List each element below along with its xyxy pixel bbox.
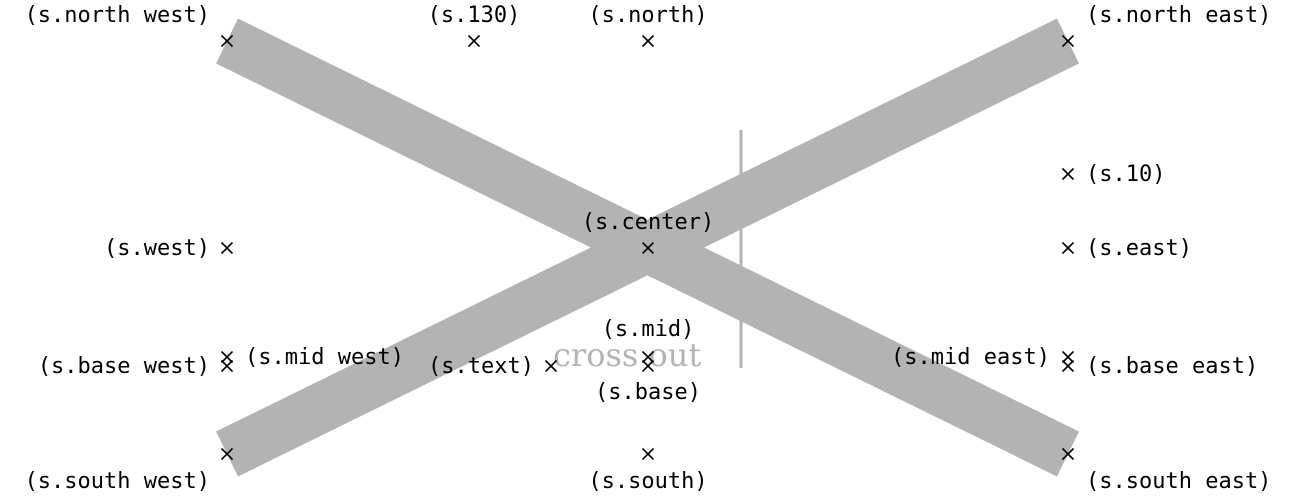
node-text: cross out: [553, 336, 701, 374]
anchor-marker-base-west: [220, 359, 234, 373]
anchor-label-130: (s.130): [428, 3, 521, 28]
anchor-marker-130: [467, 34, 481, 48]
anchor-marker-mid-east: [1061, 350, 1075, 364]
anchor-label-south: (s.south): [588, 469, 707, 494]
anchor-label-north: (s.north): [588, 3, 707, 28]
anchor-marker-center: [641, 241, 655, 255]
anchor-label-east: (s.east): [1086, 236, 1192, 261]
anchor-label-base-east: (s.base east): [1086, 354, 1258, 379]
anchor-label-base: (s.base): [595, 380, 701, 405]
anchor-marker-north-west: [220, 34, 234, 48]
anchor-label-10: (s.10): [1086, 162, 1165, 187]
anchor-labels: (s.north west) (s.130) (s.north) (s.north e…: [25, 3, 1272, 494]
anchor-label-north-west: (s.north west): [25, 3, 210, 28]
anchor-marker-north: [641, 34, 655, 48]
anchor-label-north-east: (s.north east): [1086, 3, 1271, 28]
anchor-label-text: (s.text): [428, 354, 534, 379]
anchor-marker-south-east: [1061, 447, 1075, 461]
anchor-marker-south: [641, 447, 655, 461]
anchor-markers: [220, 34, 1075, 461]
anchor-label-south-east: (s.south east): [1086, 469, 1271, 494]
anchor-label-west: (s.west): [104, 236, 210, 261]
anchor-marker-10: [1061, 167, 1075, 181]
anchor-marker-base-east: [1061, 359, 1075, 373]
anchor-label-south-west: (s.south west): [25, 469, 210, 494]
anchor-label-center: (s.center): [582, 210, 714, 235]
anchor-marker-north-east: [1061, 34, 1075, 48]
anchor-marker-base: [641, 359, 655, 373]
anchor-label-mid-east: (s.mid east): [891, 345, 1050, 370]
anchor-marker-mid: [641, 350, 655, 364]
anchor-label-mid: (s.mid): [602, 317, 695, 342]
anchor-marker-text: [544, 359, 558, 373]
anchor-label-base-west: (s.base west): [38, 354, 210, 379]
anchor-marker-east: [1061, 241, 1075, 255]
anchor-marker-south-west: [220, 447, 234, 461]
anchor-label-mid-west: (s.mid west): [245, 345, 404, 370]
anchor-marker-west: [220, 241, 234, 255]
anchor-marker-mid-west: [220, 350, 234, 364]
